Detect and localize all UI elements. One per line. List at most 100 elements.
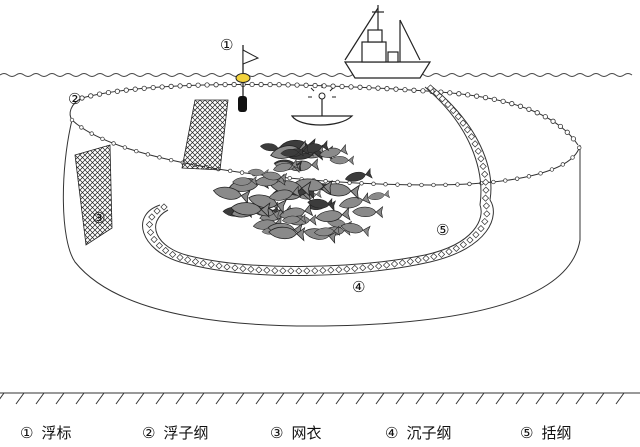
- lead-ring: [471, 140, 479, 148]
- fish: [230, 202, 271, 219]
- lead-ring: [430, 252, 438, 261]
- float: [420, 88, 426, 94]
- float: [549, 167, 555, 172]
- float: [157, 155, 162, 160]
- legend-label-4: 沉子纲: [406, 424, 451, 442]
- lead-ring: [176, 253, 184, 262]
- fish: [340, 223, 371, 238]
- float: [204, 82, 210, 88]
- lead-ring: [207, 261, 215, 269]
- lead-ring: [295, 267, 303, 275]
- lead-ring: [422, 254, 430, 263]
- lead-ring: [153, 207, 161, 215]
- lead-ring: [437, 250, 446, 258]
- float: [383, 182, 388, 187]
- float: [323, 178, 328, 184]
- float: [407, 182, 412, 187]
- legend-marker-5: ⑤: [520, 424, 533, 442]
- float: [141, 85, 147, 91]
- float: [359, 181, 364, 186]
- float: [123, 87, 129, 93]
- lead-ring: [335, 266, 343, 274]
- float: [134, 148, 139, 154]
- float: [150, 84, 156, 91]
- float: [577, 145, 582, 150]
- fish-school: [212, 138, 391, 244]
- purse-seiner-ship: [343, 5, 432, 79]
- fish: [338, 192, 371, 209]
- lead-ring: [279, 267, 287, 275]
- legend-label-1: 浮标: [41, 424, 71, 442]
- lead-ring: [247, 265, 255, 273]
- lead-ring: [162, 246, 170, 255]
- lead-ring: [146, 228, 155, 237]
- lead-ring: [215, 262, 223, 270]
- lead-ring: [479, 162, 487, 171]
- lead-ring: [459, 240, 467, 249]
- net-mesh-upper: [181, 99, 229, 171]
- float: [550, 118, 556, 124]
- lead-ring: [432, 89, 441, 97]
- lead-ring: [438, 95, 446, 103]
- fish: [315, 206, 351, 222]
- lead-ring: [474, 147, 482, 155]
- lead-ring: [160, 203, 168, 211]
- float: [455, 182, 460, 187]
- callout-float-buoy: ①: [220, 36, 233, 54]
- lead-ring: [482, 186, 490, 194]
- float: [503, 178, 508, 183]
- fish: [344, 167, 373, 182]
- float: [357, 84, 363, 90]
- lead-ring: [199, 259, 207, 267]
- float: [447, 90, 453, 96]
- lead-ring: [191, 257, 200, 266]
- lead-ring: [481, 194, 490, 202]
- light-boat: [290, 84, 354, 126]
- fish: [232, 175, 258, 186]
- float: [474, 93, 480, 99]
- lead-ring: [351, 264, 359, 273]
- float: [456, 91, 462, 97]
- float: [330, 83, 336, 89]
- float: [431, 182, 436, 188]
- lead-ring: [311, 267, 319, 275]
- float: [276, 82, 282, 88]
- fish: [307, 198, 336, 212]
- marker-buoy: [235, 45, 260, 112]
- float: [186, 82, 192, 89]
- lead-ring: [406, 257, 414, 266]
- callout-purse-line: ⑤: [436, 221, 449, 239]
- float: [105, 89, 112, 96]
- float: [393, 86, 399, 92]
- fish: [313, 225, 341, 237]
- float: [168, 83, 174, 89]
- float: [564, 129, 570, 135]
- fish: [352, 205, 384, 219]
- float: [465, 92, 471, 98]
- lead-ring: [343, 265, 351, 273]
- float: [321, 83, 327, 89]
- lead-ring: [452, 244, 460, 253]
- float: [371, 181, 376, 186]
- float: [145, 152, 150, 157]
- float: [491, 179, 496, 185]
- float: [526, 174, 532, 179]
- lead-rings: [145, 84, 491, 275]
- fish: [282, 213, 307, 224]
- lead-ring: [169, 250, 177, 259]
- float: [159, 84, 165, 90]
- float: [366, 85, 372, 91]
- float: [335, 179, 340, 185]
- float: [258, 81, 264, 88]
- lead-ring: [287, 267, 295, 275]
- fish: [212, 186, 251, 205]
- lead-ring: [271, 266, 279, 275]
- float: [267, 81, 273, 88]
- lead-ring: [390, 260, 399, 268]
- lead-ring: [477, 224, 485, 233]
- float: [79, 125, 84, 130]
- lead-ring: [367, 263, 375, 271]
- float: [491, 96, 497, 102]
